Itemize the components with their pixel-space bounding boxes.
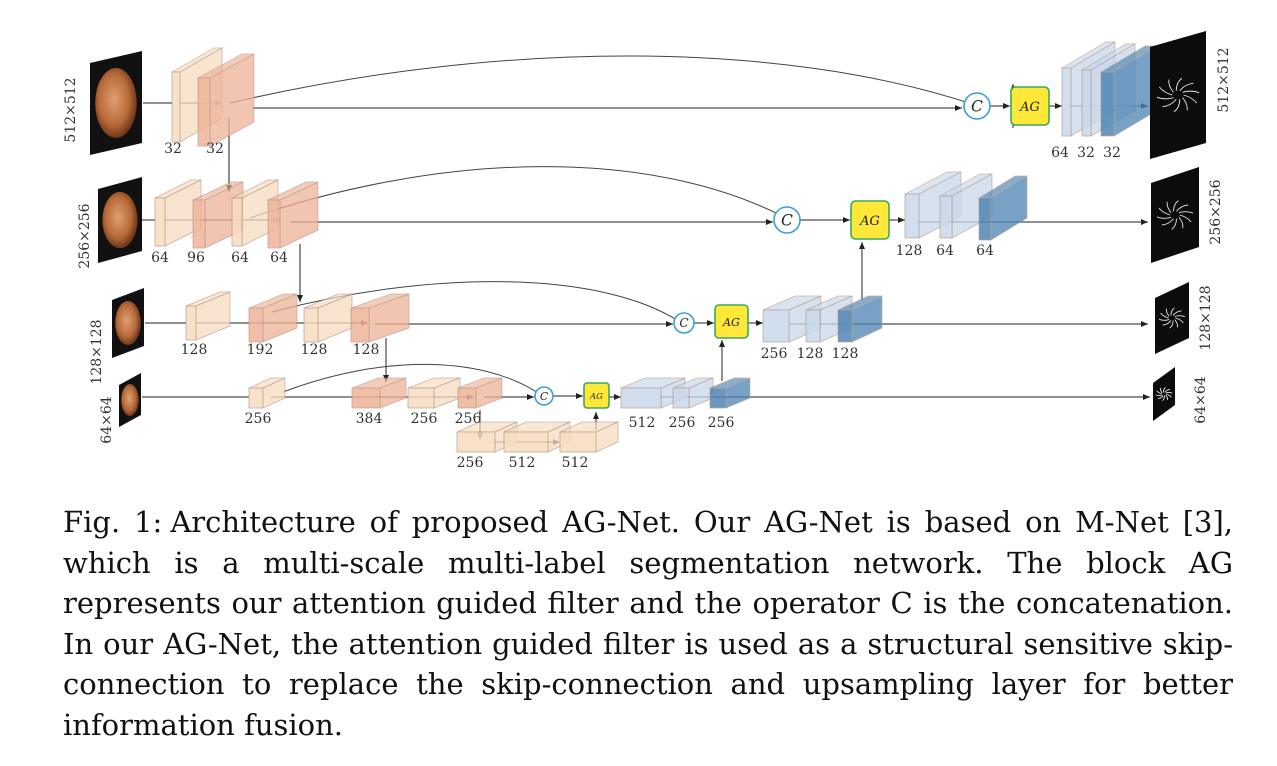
dec-512-label-1: 64 [1051,145,1069,161]
output-map-128 [1155,282,1189,354]
ag-filter-512 [1010,86,1050,126]
input-image-64 [119,373,141,427]
concat-op-512 [963,92,991,120]
dec-128-label-3: 128 [832,346,859,362]
dec-128-label-1: 256 [761,346,788,362]
input-image-256 [98,177,142,263]
input-image-128 [112,288,144,358]
enc-512-label-1: 32 [164,141,182,157]
dec-256-label-3: 64 [976,243,994,259]
enc-256-block-1 [154,179,202,247]
enc-64-label-4: 256 [455,411,482,427]
output-map-64 [1153,367,1175,421]
ag-filter-128-label: AG [722,316,740,329]
dec-512-label-2: 32 [1077,145,1095,161]
scale-label-512: 512×512 [63,77,79,142]
enc-256-label-1: 64 [151,250,169,266]
dec-128-label-2: 128 [797,346,824,362]
diagram-labels: 512×512 32 32 64 32 32 512×512 256×256 64 96 64 64 1… [63,47,1232,471]
scale-label-256: 256×256 [77,203,93,268]
enc-256-label-2: 96 [187,250,205,266]
out-scale-label-256: 256×256 [1208,179,1224,244]
enc-64-block-3 [407,377,461,409]
dec-64-block-3 [709,377,751,409]
enc-256-label-3: 64 [231,250,249,266]
enc-256-block-4 [267,181,319,249]
out-scale-label-128: 128×128 [1198,285,1214,350]
ag-filter-64-label: AG [589,392,603,402]
dec-64-block-2 [672,377,714,409]
input-image-512 [90,51,142,155]
skip-64-curve [282,363,539,394]
enc-64-block-4 [457,377,503,409]
concat-op-128-symbol: C [679,316,688,330]
dec-256-label-2: 64 [936,243,954,259]
concat-op-64 [534,386,554,406]
dec-512-label-3: 32 [1103,145,1121,161]
dec-64-label-3: 256 [708,415,735,431]
ag-filter-64 [583,382,610,409]
enc-64-block-1 [248,377,286,409]
bottleneck-label-1: 256 [457,455,484,471]
operators: C AG C AG C AG C AG [534,86,1050,409]
concat-op-64-symbol: C [540,390,549,403]
enc-128-label-3: 128 [301,342,328,358]
concat-op-256-symbol: C [781,211,793,229]
bottleneck-block-2 [503,421,571,453]
ag-net-architecture-diagram: C AG C AG C AG C AG 512×512 32 32 64 32 32 512×512 256… [63,31,1232,471]
concat-op-512-symbol: C [971,97,983,115]
concat-op-256 [773,206,801,234]
dec-128-block-3 [837,295,883,343]
enc-64-label-3: 256 [411,411,438,427]
caption-text: Architecture of proposed AG-Net. Our AG-… [63,505,1233,742]
concat-op-128 [673,312,695,334]
scale-label-128: 128×128 [89,319,105,384]
bottleneck-block-3 [559,421,619,453]
ag-filter-512-label: AG [1019,100,1040,115]
bottleneck-label-2: 512 [509,455,536,471]
dec-64-label-2: 256 [669,415,696,431]
input-output-images [90,31,1206,427]
skip-256-curve [249,166,781,219]
figure-label: Fig. 1: [63,505,163,539]
output-map-256 [1151,167,1199,263]
dec-256-block-2 [939,173,993,239]
out-scale-label-64: 64×64 [1193,376,1209,423]
enc-64-label-1: 256 [245,411,272,427]
output-map-512 [1150,31,1206,159]
enc-128-label-1: 128 [181,342,208,358]
enc-512-label-2: 32 [206,141,224,157]
out-scale-label-512: 512×512 [1216,47,1232,112]
dec-64-label-1: 512 [629,415,656,431]
enc-128-block-3 [303,293,353,343]
dec-256-block-3 [977,175,1029,241]
enc-128-label-4: 128 [353,342,380,358]
feature-map-blocks [154,41,1160,453]
bottleneck-label-3: 512 [562,455,589,471]
ag-filter-128 [714,304,749,339]
enc-128-block-1 [185,291,231,341]
skip-512-curve [229,55,976,106]
dec-512-block-3 [1099,45,1160,137]
enc-64-block-2 [351,377,407,409]
enc-512-block-2 [197,53,255,147]
scale-label-64: 64×64 [99,396,115,443]
ag-filter-256-label: AG [859,214,880,229]
figure-caption: Fig. 1:Architecture of proposed AG-Net. … [63,502,1233,745]
enc-128-label-2: 192 [247,342,274,358]
enc-128-block-4 [350,293,410,343]
enc-128-block-2 [248,293,298,343]
enc-64-label-2: 384 [356,411,383,427]
enc-256-label-4: 64 [270,250,288,266]
dec-256-label-1: 128 [896,243,923,259]
ag-filter-256 [850,200,890,240]
